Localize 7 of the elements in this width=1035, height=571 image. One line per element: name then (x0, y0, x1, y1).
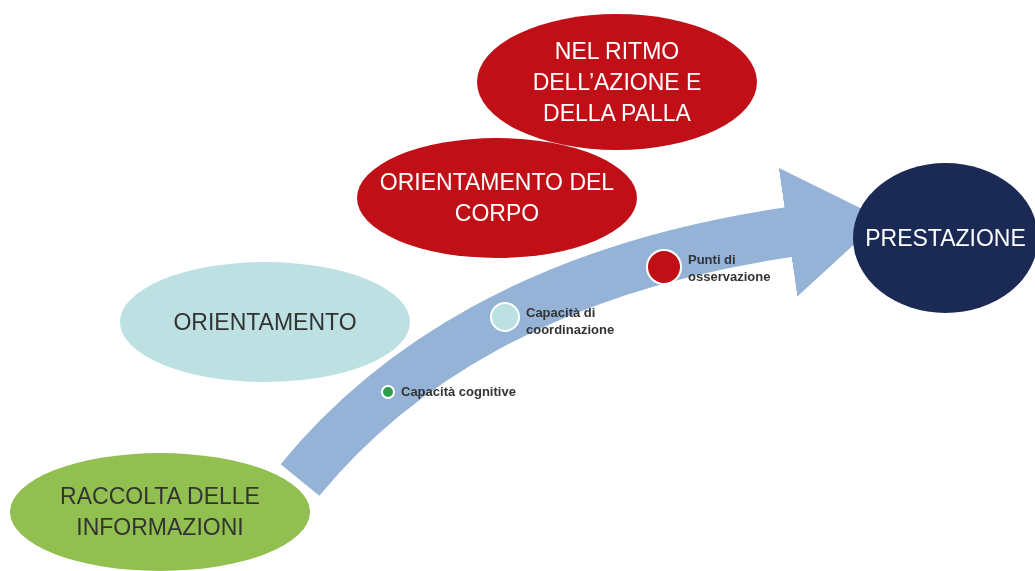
legend-label: Capacità di coordinazione (526, 304, 616, 338)
node-label: PRESTAZIONE (864, 223, 1027, 253)
node-label: NEL RITMO DELL’AZIONE E DELLA PALLA (531, 36, 703, 128)
node-label: RACCOLTA DELLE INFORMAZIONI (59, 482, 261, 542)
legend-label: Punti di osservazione (688, 251, 772, 285)
node-label: ORIENTAMENTO DEL CORPO (378, 168, 616, 228)
node-label: ORIENTAMENTO (172, 307, 358, 337)
